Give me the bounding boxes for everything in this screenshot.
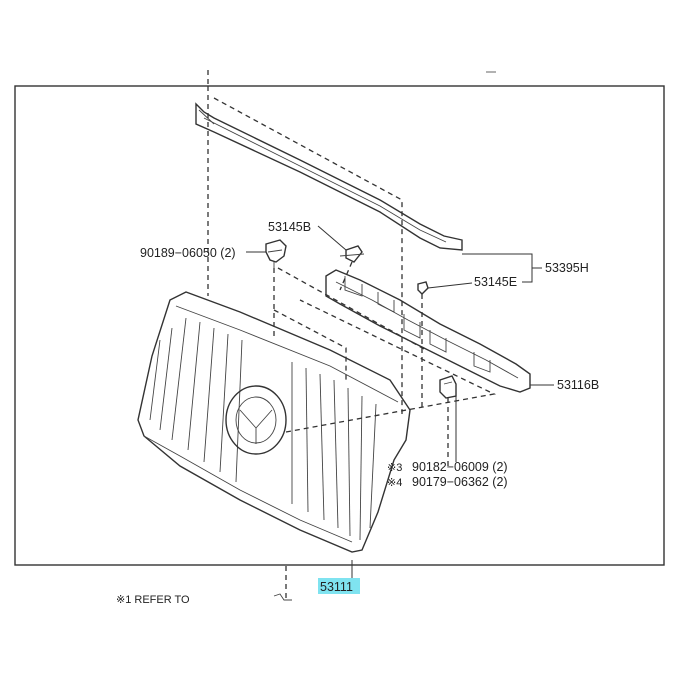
upper-molding[interactable] xyxy=(195,102,463,251)
leader-lines xyxy=(246,225,554,580)
clip-53145b[interactable] xyxy=(339,245,365,263)
retainer-90182[interactable] xyxy=(439,375,457,399)
label-53395h[interactable]: 53395H xyxy=(545,261,589,275)
radiator-grille[interactable] xyxy=(137,291,411,553)
label-53111[interactable]: 53111 xyxy=(320,580,353,594)
label-53116b[interactable]: 53116B xyxy=(557,378,599,392)
label-90189[interactable]: 90189−06050 (2) xyxy=(140,246,236,260)
footnote-text: ※1 REFER TO xyxy=(116,594,190,606)
grille-bracket[interactable] xyxy=(325,269,531,393)
label-53145b[interactable]: 53145B xyxy=(268,220,311,234)
clip-53145e[interactable] xyxy=(417,281,429,295)
footnote-symbol xyxy=(273,593,292,601)
diagram-frame xyxy=(14,85,665,566)
label-90179[interactable]: 90179−06362 (2) xyxy=(412,475,508,489)
guide-lines xyxy=(207,86,497,600)
clip-90189[interactable] xyxy=(265,239,287,268)
highlight-53111 xyxy=(318,578,360,594)
note-mark-3: ※3 xyxy=(387,462,402,474)
note-mark-4: ※4 xyxy=(387,477,402,489)
label-53145e[interactable]: 53145E xyxy=(474,275,517,289)
label-90182[interactable]: 90182−06009 (2) xyxy=(412,460,508,474)
